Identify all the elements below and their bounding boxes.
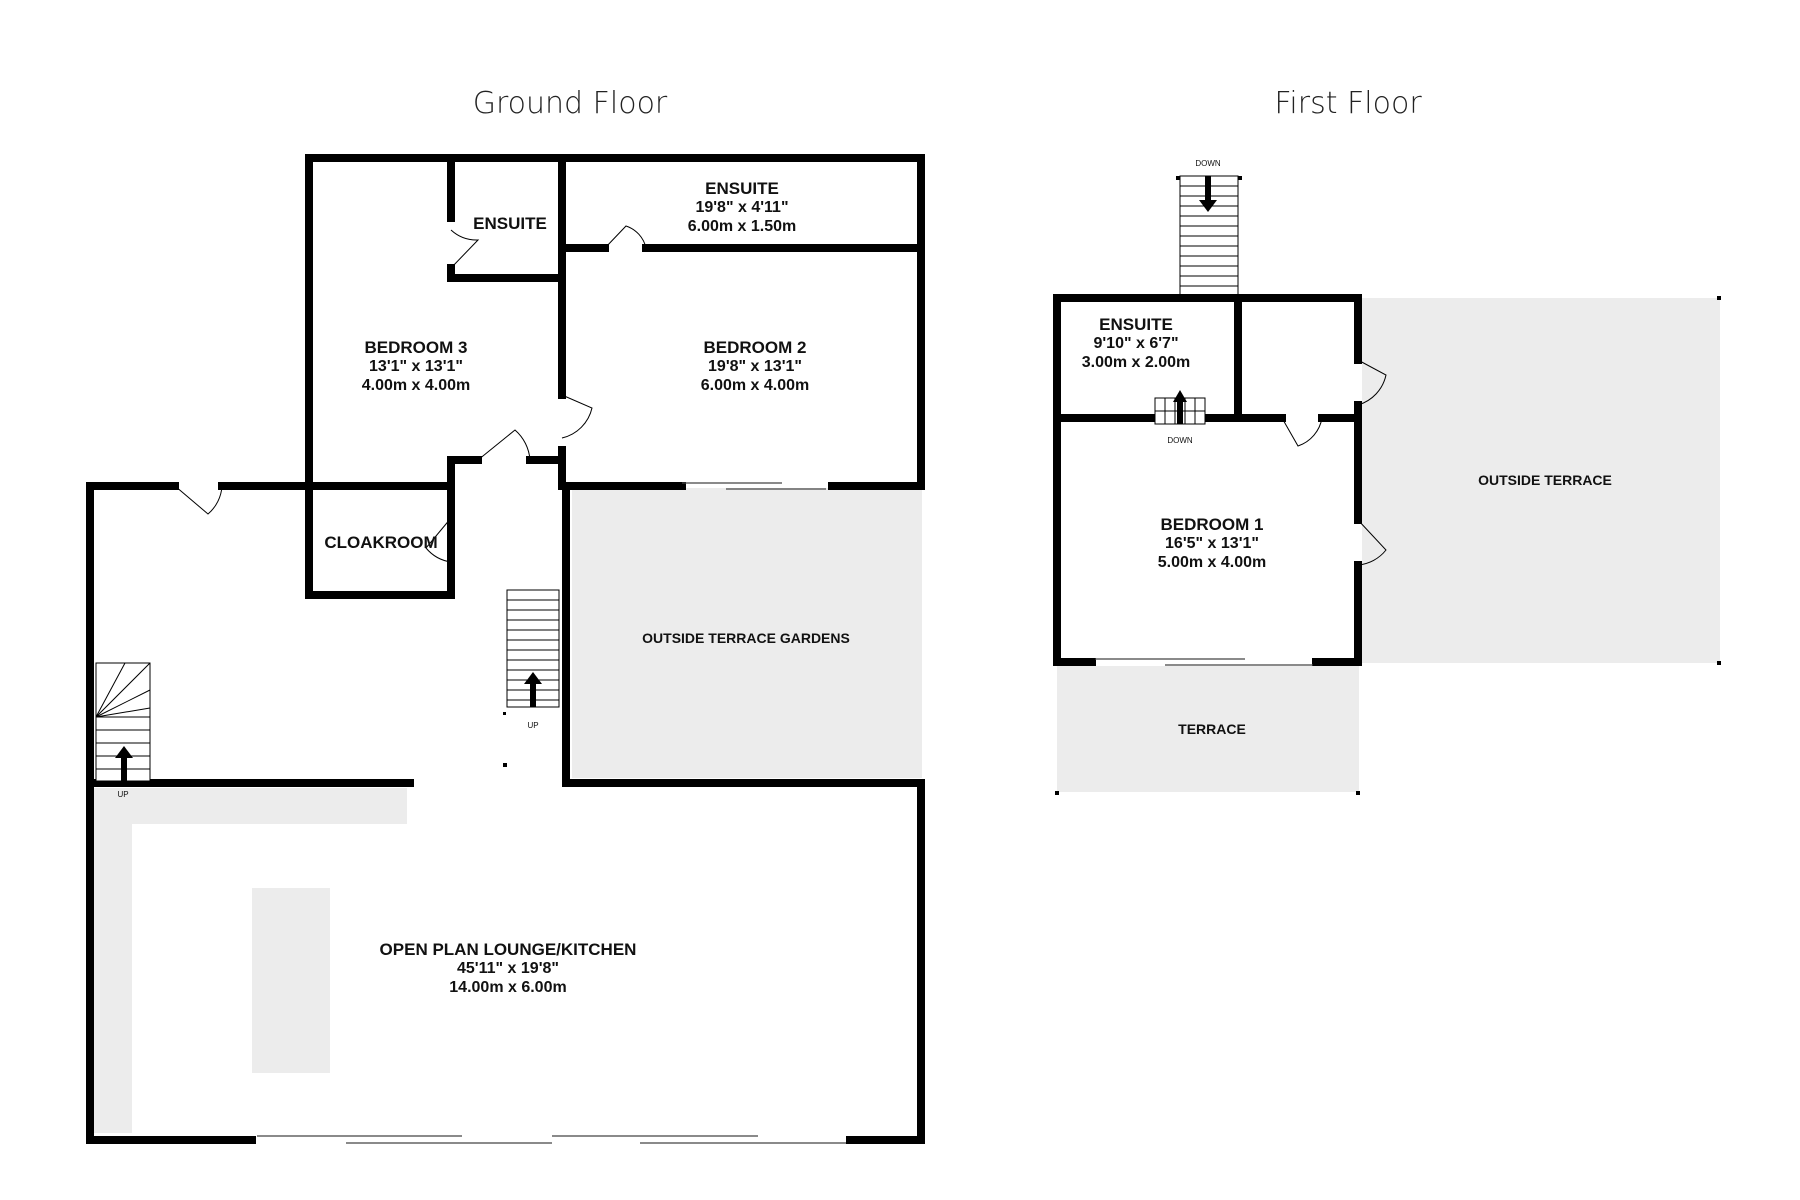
inner-stairs-label: DOWN (1167, 436, 1193, 445)
arrow-down-icon (1199, 176, 1217, 212)
lounge-label: OPEN PLAN LOUNGE/KITCHEN (380, 940, 637, 959)
bedroom1-dim-metric: 5.00m x 4.00m (1158, 554, 1267, 571)
arrow-up-icon (524, 672, 542, 707)
first-top-stairs[interactable]: DOWN (1176, 159, 1242, 297)
ensuite-large-label: ENSUITE (705, 179, 779, 198)
ensuite-large-dim-metric: 6.00m x 1.50m (688, 218, 797, 235)
left-stairs-label: UP (117, 790, 128, 799)
first-inner-stairs[interactable]: DOWN (1154, 390, 1206, 445)
bedroom2-label: BEDROOM 2 (704, 338, 807, 357)
center-stairs-label: UP (527, 721, 538, 730)
top-stairs-label: DOWN (1195, 159, 1221, 168)
arrow-up-icon (115, 746, 133, 781)
terrace-area (1057, 666, 1359, 792)
outside-terrace-label: OUTSIDE TERRACE (1478, 472, 1612, 488)
outside-terrace-area (1362, 298, 1720, 663)
left-stairs[interactable]: UP (95, 662, 151, 799)
terrace-label: TERRACE (1178, 721, 1246, 737)
lounge-dim-imperial: 45'11" x 19'8" (457, 960, 559, 977)
first-ensuite-label: ENSUITE (1099, 315, 1173, 334)
first-floor-plan: DOWN (1053, 159, 1721, 795)
bedroom2-dim-metric: 6.00m x 4.00m (701, 377, 810, 394)
arrow-up-icon (1173, 390, 1187, 424)
ground-floor-plan: UP UP ENSUITE ENSUITE 19'8" x 4'11" 6.00… (86, 154, 925, 1144)
terrace-gardens-label: OUTSIDE TERRACE GARDENS (642, 630, 850, 646)
first-ensuite-dim-metric: 3.00m x 2.00m (1082, 354, 1191, 371)
ground-floor-title: Ground Floor (473, 86, 668, 121)
kitchen-counter-left (92, 788, 132, 1133)
first-ensuite-dim-imperial: 9'10" x 6'7" (1093, 335, 1178, 352)
cloakroom-label: CLOAKROOM (324, 533, 437, 552)
first-floor-title: First Floor (1274, 86, 1422, 121)
center-stairs[interactable]: UP (506, 589, 560, 730)
terrace-gardens-area (572, 488, 922, 778)
ensuite-small-label: ENSUITE (473, 214, 547, 233)
kitchen-island (252, 888, 330, 1073)
kitchen-counter-top (92, 788, 407, 824)
lounge-dim-metric: 14.00m x 6.00m (449, 979, 566, 996)
bedroom1-label: BEDROOM 1 (1161, 515, 1264, 534)
bedroom1-dim-imperial: 16'5" x 13'1" (1165, 535, 1259, 552)
bedroom3-dim-imperial: 13'1" x 13'1" (369, 358, 463, 375)
bedroom3-dim-metric: 4.00m x 4.00m (362, 377, 471, 394)
bedroom2-dim-imperial: 19'8" x 13'1" (708, 358, 802, 375)
bedroom3-label: BEDROOM 3 (365, 338, 468, 357)
ensuite-large-dim-imperial: 19'8" x 4'11" (695, 199, 788, 216)
